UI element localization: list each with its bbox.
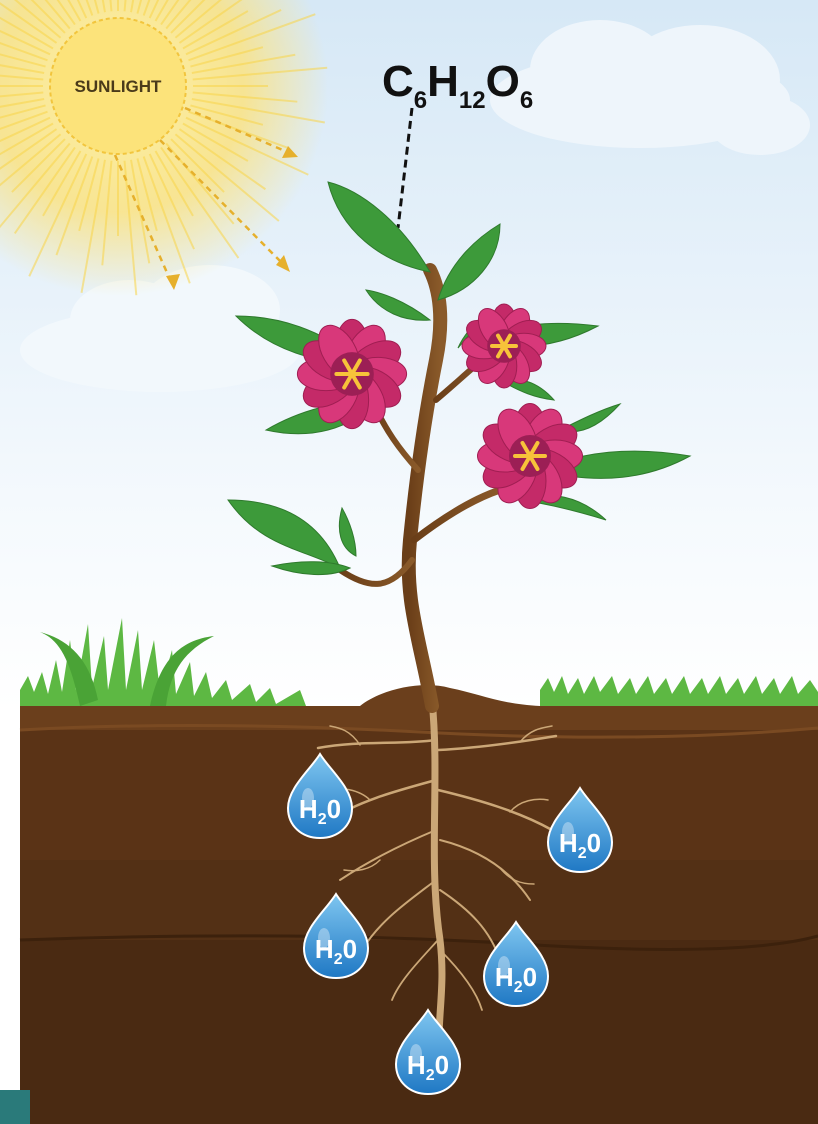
formula-c-sub: 6 — [414, 87, 427, 114]
formula-h-sub: 12 — [459, 87, 486, 114]
formula-o-sub: 6 — [520, 87, 533, 114]
formula-o: O — [486, 57, 520, 106]
svg-text:C6H12O6: C6H12O6 — [382, 57, 533, 114]
sunlight-label: SUNLIGHT — [75, 77, 163, 96]
formula-h: H — [427, 57, 459, 106]
formula-c: C — [382, 57, 414, 106]
